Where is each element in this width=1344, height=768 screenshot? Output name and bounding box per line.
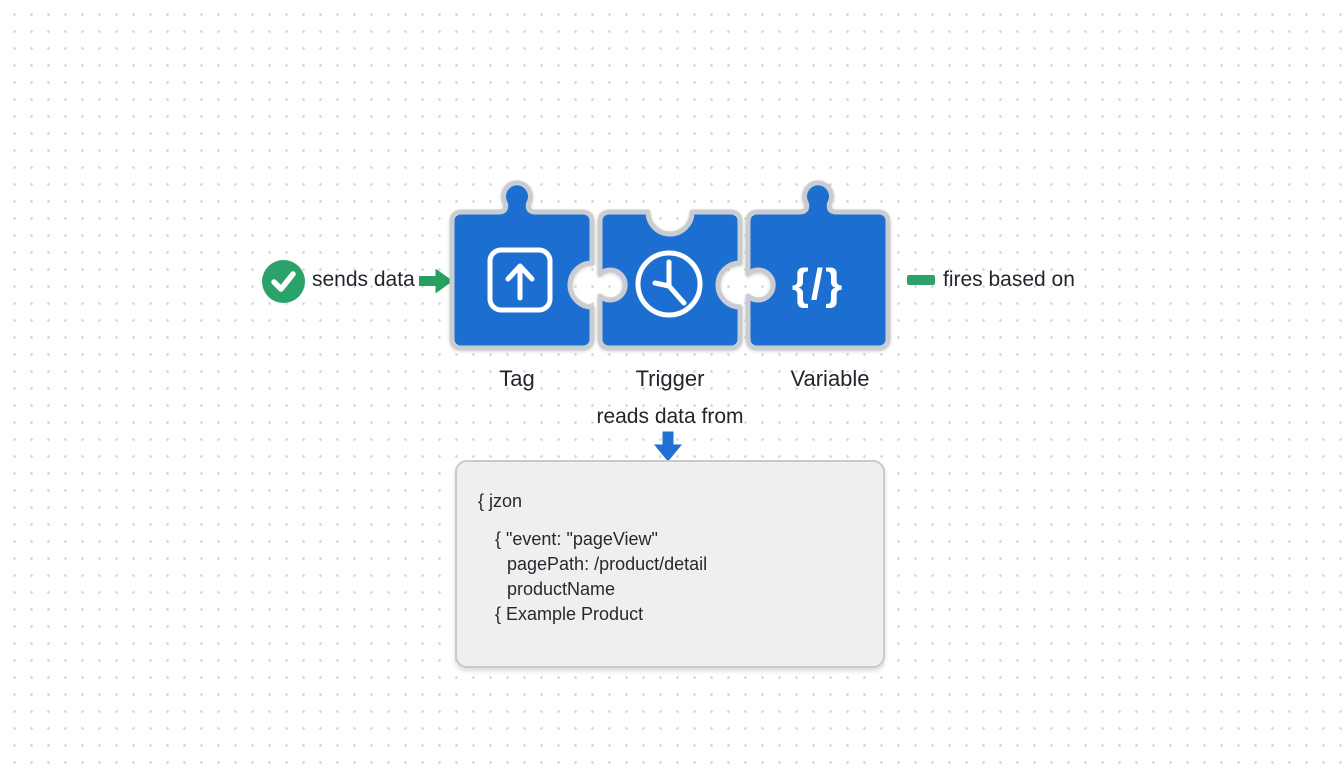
variable-label: Variable [790, 366, 870, 391]
green-right-arrow-icon [419, 269, 452, 293]
green-dash-icon [907, 275, 935, 285]
code-line: pagePath: /product/detail [507, 554, 708, 574]
tag-label: Tag [499, 366, 535, 391]
code-line: { Example Product [495, 604, 644, 624]
reads-data-from-label: reads data from [596, 405, 744, 428]
variable-puzzle-piece [745, 180, 891, 351]
puzzle-diagram: {/} [449, 180, 891, 351]
code-line: { "event: "pageView" [495, 529, 658, 549]
blue-down-arrow-icon [654, 431, 682, 462]
code-line: { jzon [478, 491, 523, 511]
code-braces-icon: {/} [792, 260, 844, 309]
sends-data-label: sends data [312, 268, 415, 291]
fires-based-on-label: fires based on [943, 268, 1075, 291]
trigger-label: Trigger [635, 366, 705, 391]
upload-arrow-icon [487, 247, 553, 313]
data-layer-box: { jzon { "event: "pageView" pagePath: /p… [455, 460, 885, 668]
code-line: productName [507, 579, 616, 599]
clock-icon [635, 250, 703, 318]
success-check-icon [262, 260, 305, 303]
